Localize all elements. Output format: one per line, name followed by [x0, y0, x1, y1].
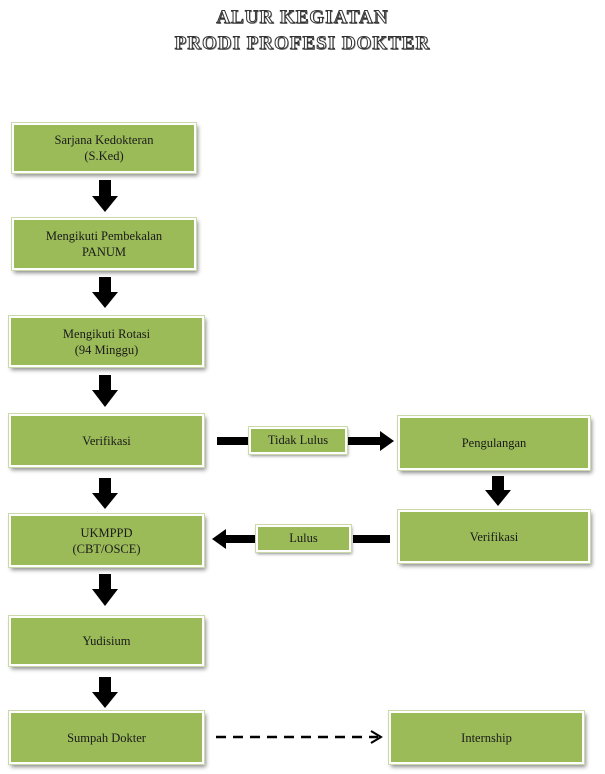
box-pengulangan: Pengulangan	[397, 415, 591, 471]
arrow-tidak-lulus-left-segment	[217, 437, 250, 445]
box-internship: Internship	[388, 710, 585, 765]
box-rotasi-line-1: Mengikuti Rotasi	[62, 326, 151, 341]
arrow-down-right-column	[485, 476, 511, 506]
box-pembekalan-line-1: Mengikuti Pembekalan	[45, 229, 163, 243]
arrow-down-6	[92, 677, 118, 708]
label-tidak-lulus: Tidak Lulus	[248, 426, 348, 455]
box-verifikasi-2: Verifikasi	[397, 509, 591, 564]
box-verifikasi: Verifikasi	[8, 413, 205, 468]
diagram-title-line-1: ALUR KEGIATAN	[216, 7, 389, 29]
diagram-title-line-2: PRODI PROFESI DOKTER	[174, 33, 431, 55]
box-pembekalan: Mengikuti Pembekalan PANUM	[11, 217, 197, 271]
box-sarjana-line-1: Sarjana Kedokteran	[54, 133, 154, 147]
label-lulus: Lulus	[255, 524, 352, 553]
box-verifikasi-line-1: Verifikasi	[82, 433, 131, 448]
arrow-down-5	[92, 574, 118, 606]
arrow-down-4	[92, 478, 118, 509]
box-yudisium-line-1: Yudisium	[82, 634, 131, 648]
arrow-dashed-internship	[216, 730, 383, 744]
box-ukmppd-line-1: UKMPPD	[80, 525, 133, 540]
box-internship-line-1: Internship	[461, 730, 512, 745]
box-pembekalan-line-2: PANUM	[81, 245, 126, 259]
box-yudisium: Yudisium	[8, 615, 205, 667]
arrow-down-1	[92, 180, 118, 212]
box-sumpah-line-1: Sumpah Dokter	[67, 730, 146, 745]
box-ukmppd-line-2: (CBT/OSCE)	[72, 541, 141, 556]
box-rotasi-line-2: (94 Minggu)	[74, 342, 139, 357]
arrow-down-2	[92, 277, 118, 308]
box-ukmppd: UKMPPD (CBT/OSCE)	[8, 513, 205, 568]
box-pengulangan-line-1: Pengulangan	[461, 436, 527, 450]
arrow-lulus-left-segment	[212, 529, 256, 549]
box-sumpah-dokter: Sumpah Dokter	[8, 710, 205, 765]
box-verifikasi-2-line-1: Verifikasi	[469, 529, 519, 544]
box-sarjana-line-2: (S.Ked)	[84, 149, 124, 163]
arrow-tidak-lulus-right-segment	[348, 431, 394, 451]
box-sarjana-kedokteran: Sarjana Kedokteran (S.Ked)	[11, 122, 197, 174]
box-rotasi: Mengikuti Rotasi (94 Minggu)	[8, 315, 205, 368]
arrow-down-3	[92, 375, 118, 407]
arrow-lulus-right-segment	[353, 535, 390, 543]
